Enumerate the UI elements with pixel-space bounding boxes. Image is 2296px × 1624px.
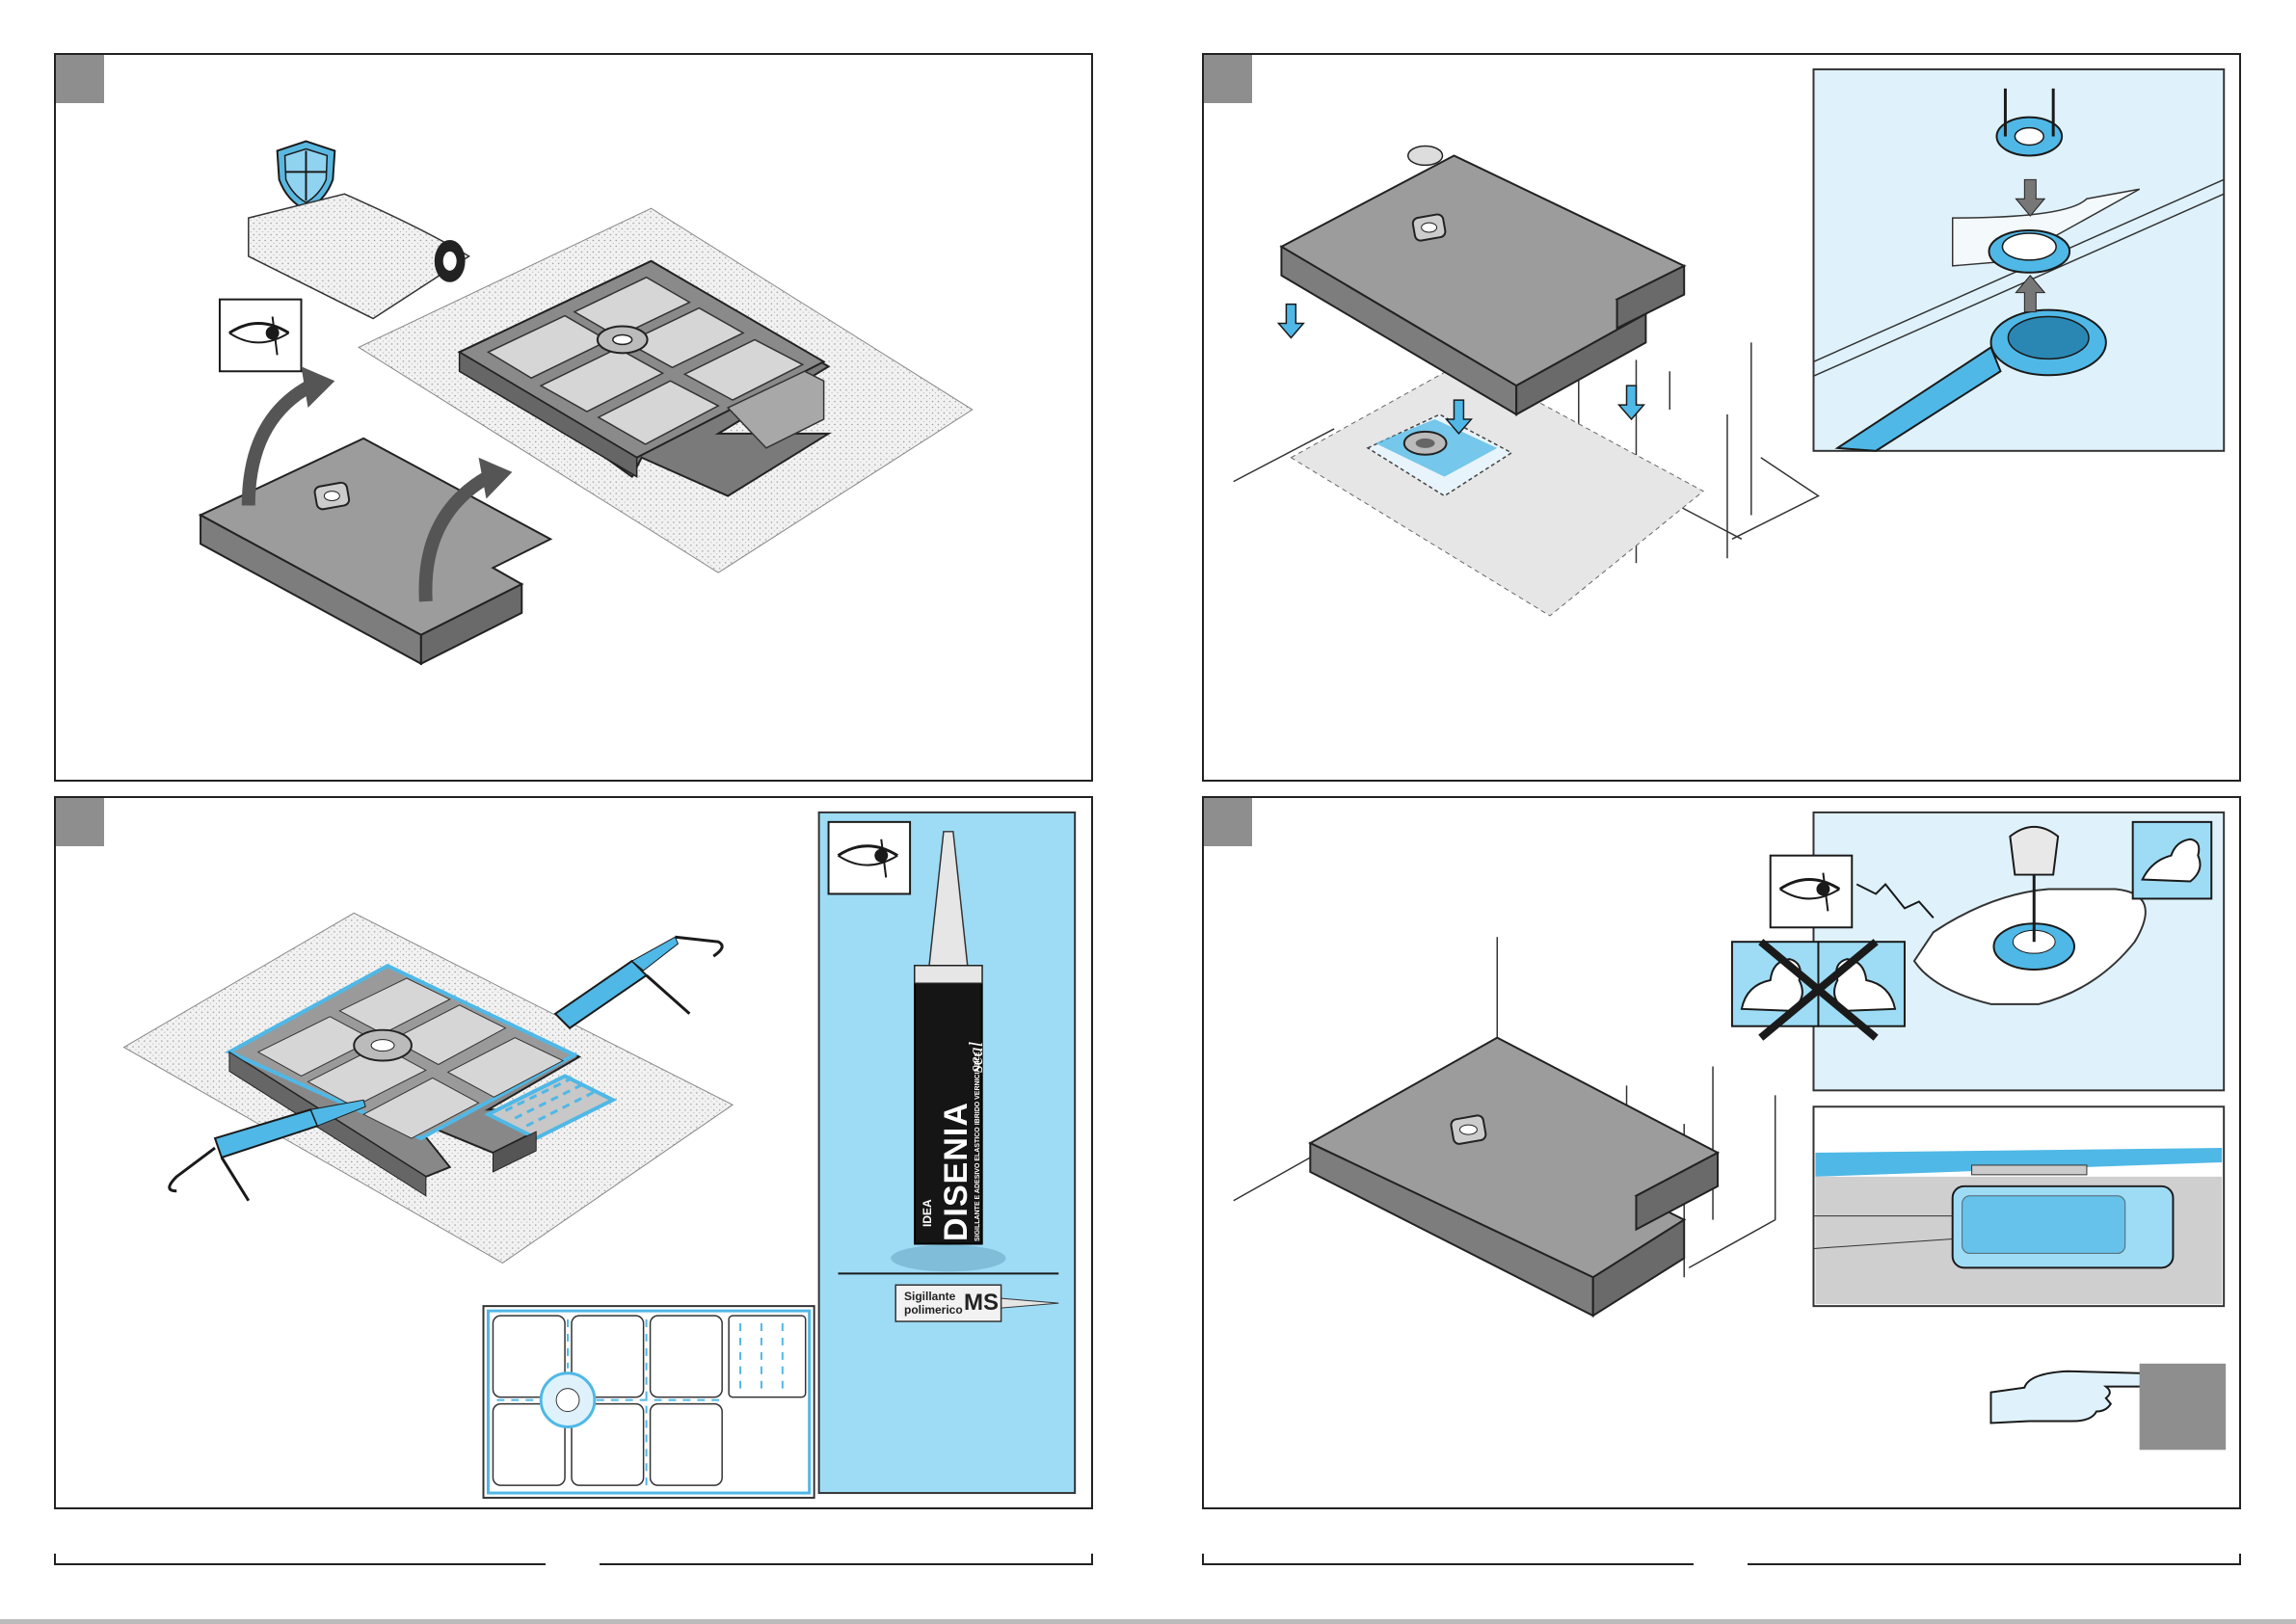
- tube-brand-top: IDEA: [921, 1198, 934, 1227]
- alt-sealant-line2: polimerico: [904, 1303, 963, 1317]
- footer-rule-left-a: [54, 1554, 546, 1565]
- footer-rule-right-a: [1202, 1554, 1694, 1565]
- eye-inspect-icon: [220, 300, 302, 372]
- shower-tray-installed: [1310, 1038, 1718, 1316]
- drain-detail-inset: [1813, 69, 2224, 451]
- eye-inspect-icon: [829, 822, 911, 894]
- alt-sealant-line1: Sigillante: [904, 1290, 955, 1303]
- footer-rule-left-b: [600, 1554, 1093, 1565]
- footer-rule-right-b: [1748, 1554, 2241, 1565]
- grid-plan-view: [484, 1306, 814, 1498]
- shower-tray: [1281, 146, 1684, 414]
- step-1-illustration: [56, 55, 1091, 780]
- page-bottom-edge: [0, 1619, 2296, 1624]
- next-page-hand-icon: [1990, 1371, 2144, 1424]
- step-3-illustration: [56, 798, 1091, 1507]
- step-panel-2: [1202, 53, 2241, 782]
- step-4-illustration: [1204, 798, 2239, 1507]
- drain-section-inset: [1813, 1106, 2224, 1306]
- eye-inspect-icon: [1771, 856, 1853, 928]
- alt-sealant-code: MS: [964, 1290, 999, 1317]
- tube-description: SIGILLANTE E ADESIVO ELASTICO IBRIDO VER…: [974, 991, 981, 1241]
- step-panel-4: [1202, 796, 2241, 1509]
- no-overtighten-icon: [1732, 942, 1905, 1037]
- strong-arm-icon: [2133, 822, 2212, 899]
- step-panel-1: [54, 53, 1093, 782]
- next-step-tab[interactable]: [2140, 1364, 2227, 1451]
- tube-product-name: DISENIA: [938, 1102, 975, 1241]
- step-panel-3: IDEA DISENIA seal SIGILLANTE E ADESIVO E…: [54, 796, 1093, 1509]
- step-2-illustration: [1204, 55, 2239, 780]
